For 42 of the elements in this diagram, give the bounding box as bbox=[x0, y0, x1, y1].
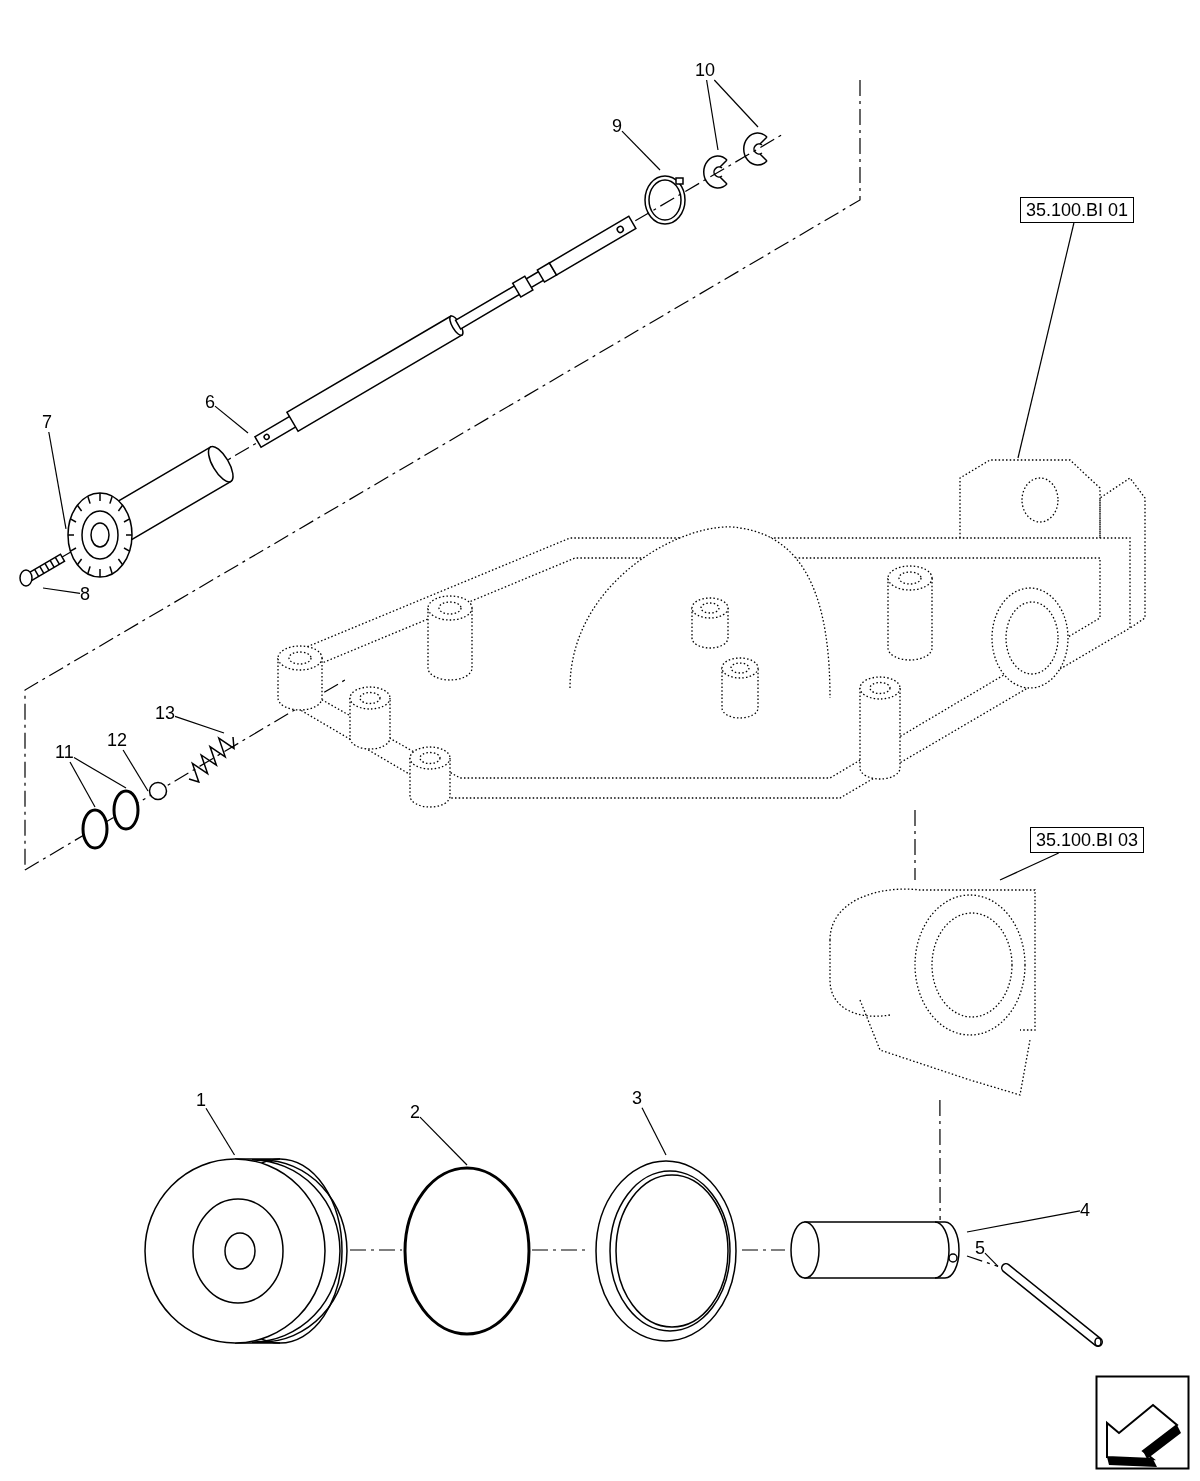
center-line bbox=[914, 809, 916, 881]
callout-number: 9 bbox=[612, 116, 622, 136]
callout-number: 6 bbox=[205, 392, 215, 412]
leader-line bbox=[966, 1210, 1081, 1233]
leader-line bbox=[1017, 222, 1075, 459]
leader-line bbox=[419, 1116, 468, 1166]
leader-line bbox=[214, 405, 249, 434]
leader-line bbox=[984, 1252, 999, 1267]
roll-pin-drawing bbox=[998, 1262, 1106, 1350]
callout-number: 1 bbox=[196, 1090, 206, 1110]
leader-line bbox=[48, 431, 67, 530]
leader-line bbox=[621, 130, 661, 171]
o-ring-drawing bbox=[80, 807, 110, 851]
leader-line bbox=[205, 1107, 236, 1156]
callout-number: 8 bbox=[80, 584, 90, 604]
ball-drawing bbox=[148, 781, 168, 801]
leader-line bbox=[73, 757, 127, 789]
callout-number: 13 bbox=[155, 703, 176, 723]
reference-label: 35.100.BI 03 bbox=[1030, 827, 1145, 853]
callout-number: 10 bbox=[695, 60, 716, 80]
callout-number: 7 bbox=[42, 412, 52, 432]
leader-line bbox=[42, 587, 81, 594]
leader-line bbox=[122, 749, 149, 792]
callout-number: 5 bbox=[975, 1238, 985, 1258]
callout-number: 3 bbox=[632, 1088, 642, 1108]
center-line bbox=[349, 1249, 403, 1251]
leader-line bbox=[174, 715, 225, 734]
leader-line bbox=[69, 761, 96, 808]
reference-label: 35.100.BI 01 bbox=[1020, 197, 1135, 223]
callout-number: 4 bbox=[1080, 1200, 1090, 1220]
callout-number: 12 bbox=[107, 730, 128, 750]
center-line bbox=[939, 1099, 941, 1221]
center-line bbox=[741, 1249, 786, 1251]
callout-number: 2 bbox=[410, 1102, 420, 1122]
o-ring-drawing bbox=[402, 1165, 532, 1337]
leader-line bbox=[641, 1107, 667, 1156]
o-ring-drawing bbox=[111, 788, 141, 832]
leader-line bbox=[706, 79, 719, 151]
center-line bbox=[966, 1255, 999, 1267]
callout-number: 11 bbox=[55, 742, 74, 762]
leader-line bbox=[713, 79, 759, 128]
leader-line bbox=[999, 852, 1060, 881]
